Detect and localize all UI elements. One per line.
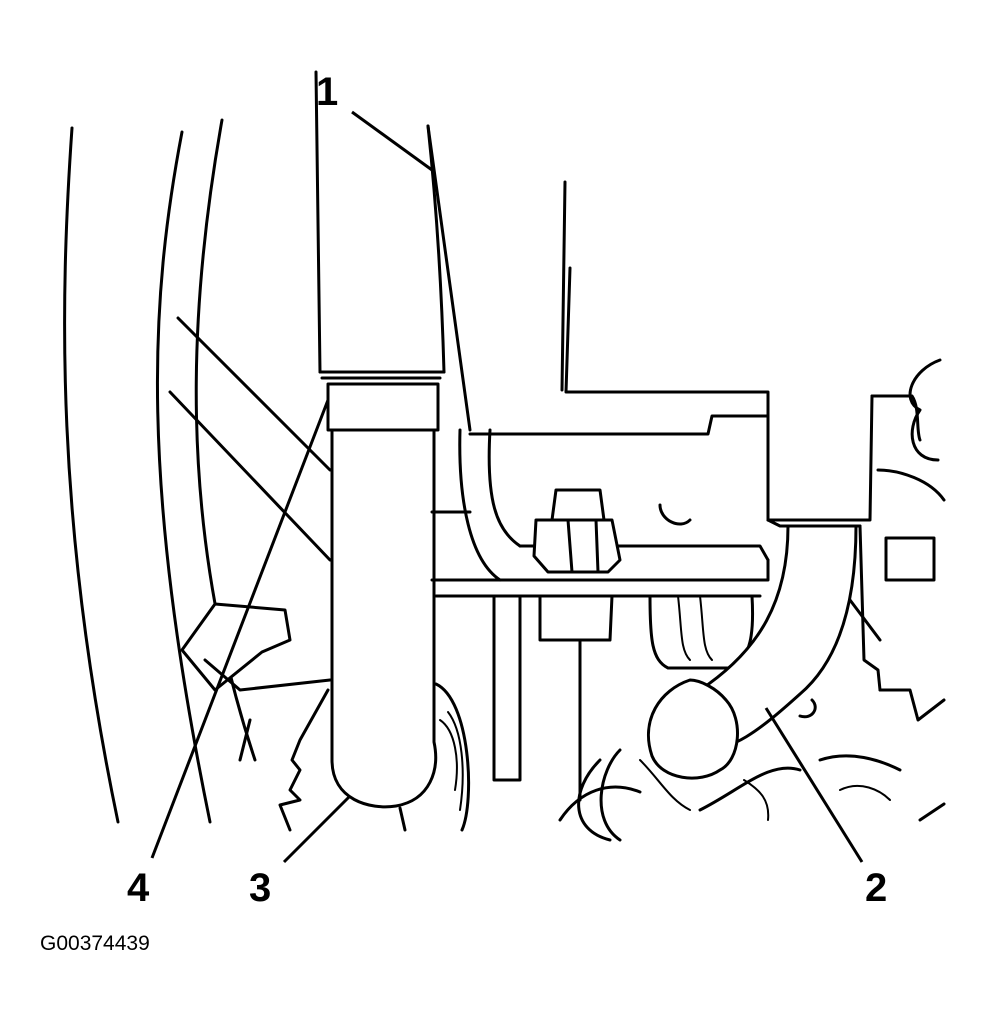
stabilizer-link-rod (646, 524, 858, 780)
bolt-stud (492, 594, 614, 802)
leader-line-1 (351, 110, 433, 172)
leader-line-2 (764, 707, 864, 863)
left-bracket (180, 602, 332, 692)
shock-collar-ring (320, 376, 442, 432)
rear-cylinder (648, 503, 755, 670)
callout-2: 2 (865, 866, 888, 910)
callout-3: 3 (249, 866, 272, 910)
callout-4: 4 (127, 866, 150, 910)
callout-1: 1 (316, 70, 339, 114)
callout-leaders (150, 110, 864, 864)
axle-boot (558, 748, 802, 842)
leader-line-3 (282, 794, 352, 864)
frame-crossmember (468, 180, 874, 528)
hex-nut (532, 488, 622, 574)
figure-id: G00374439 (40, 932, 150, 955)
right-side-housing (798, 358, 946, 822)
shock-lower-tube (330, 428, 438, 809)
left-body-panel (63, 118, 332, 824)
ribbed-bushing (398, 682, 471, 832)
stepped-mount (238, 688, 330, 832)
leader-line-4 (150, 399, 330, 859)
shock-absorber-body (314, 70, 472, 432)
